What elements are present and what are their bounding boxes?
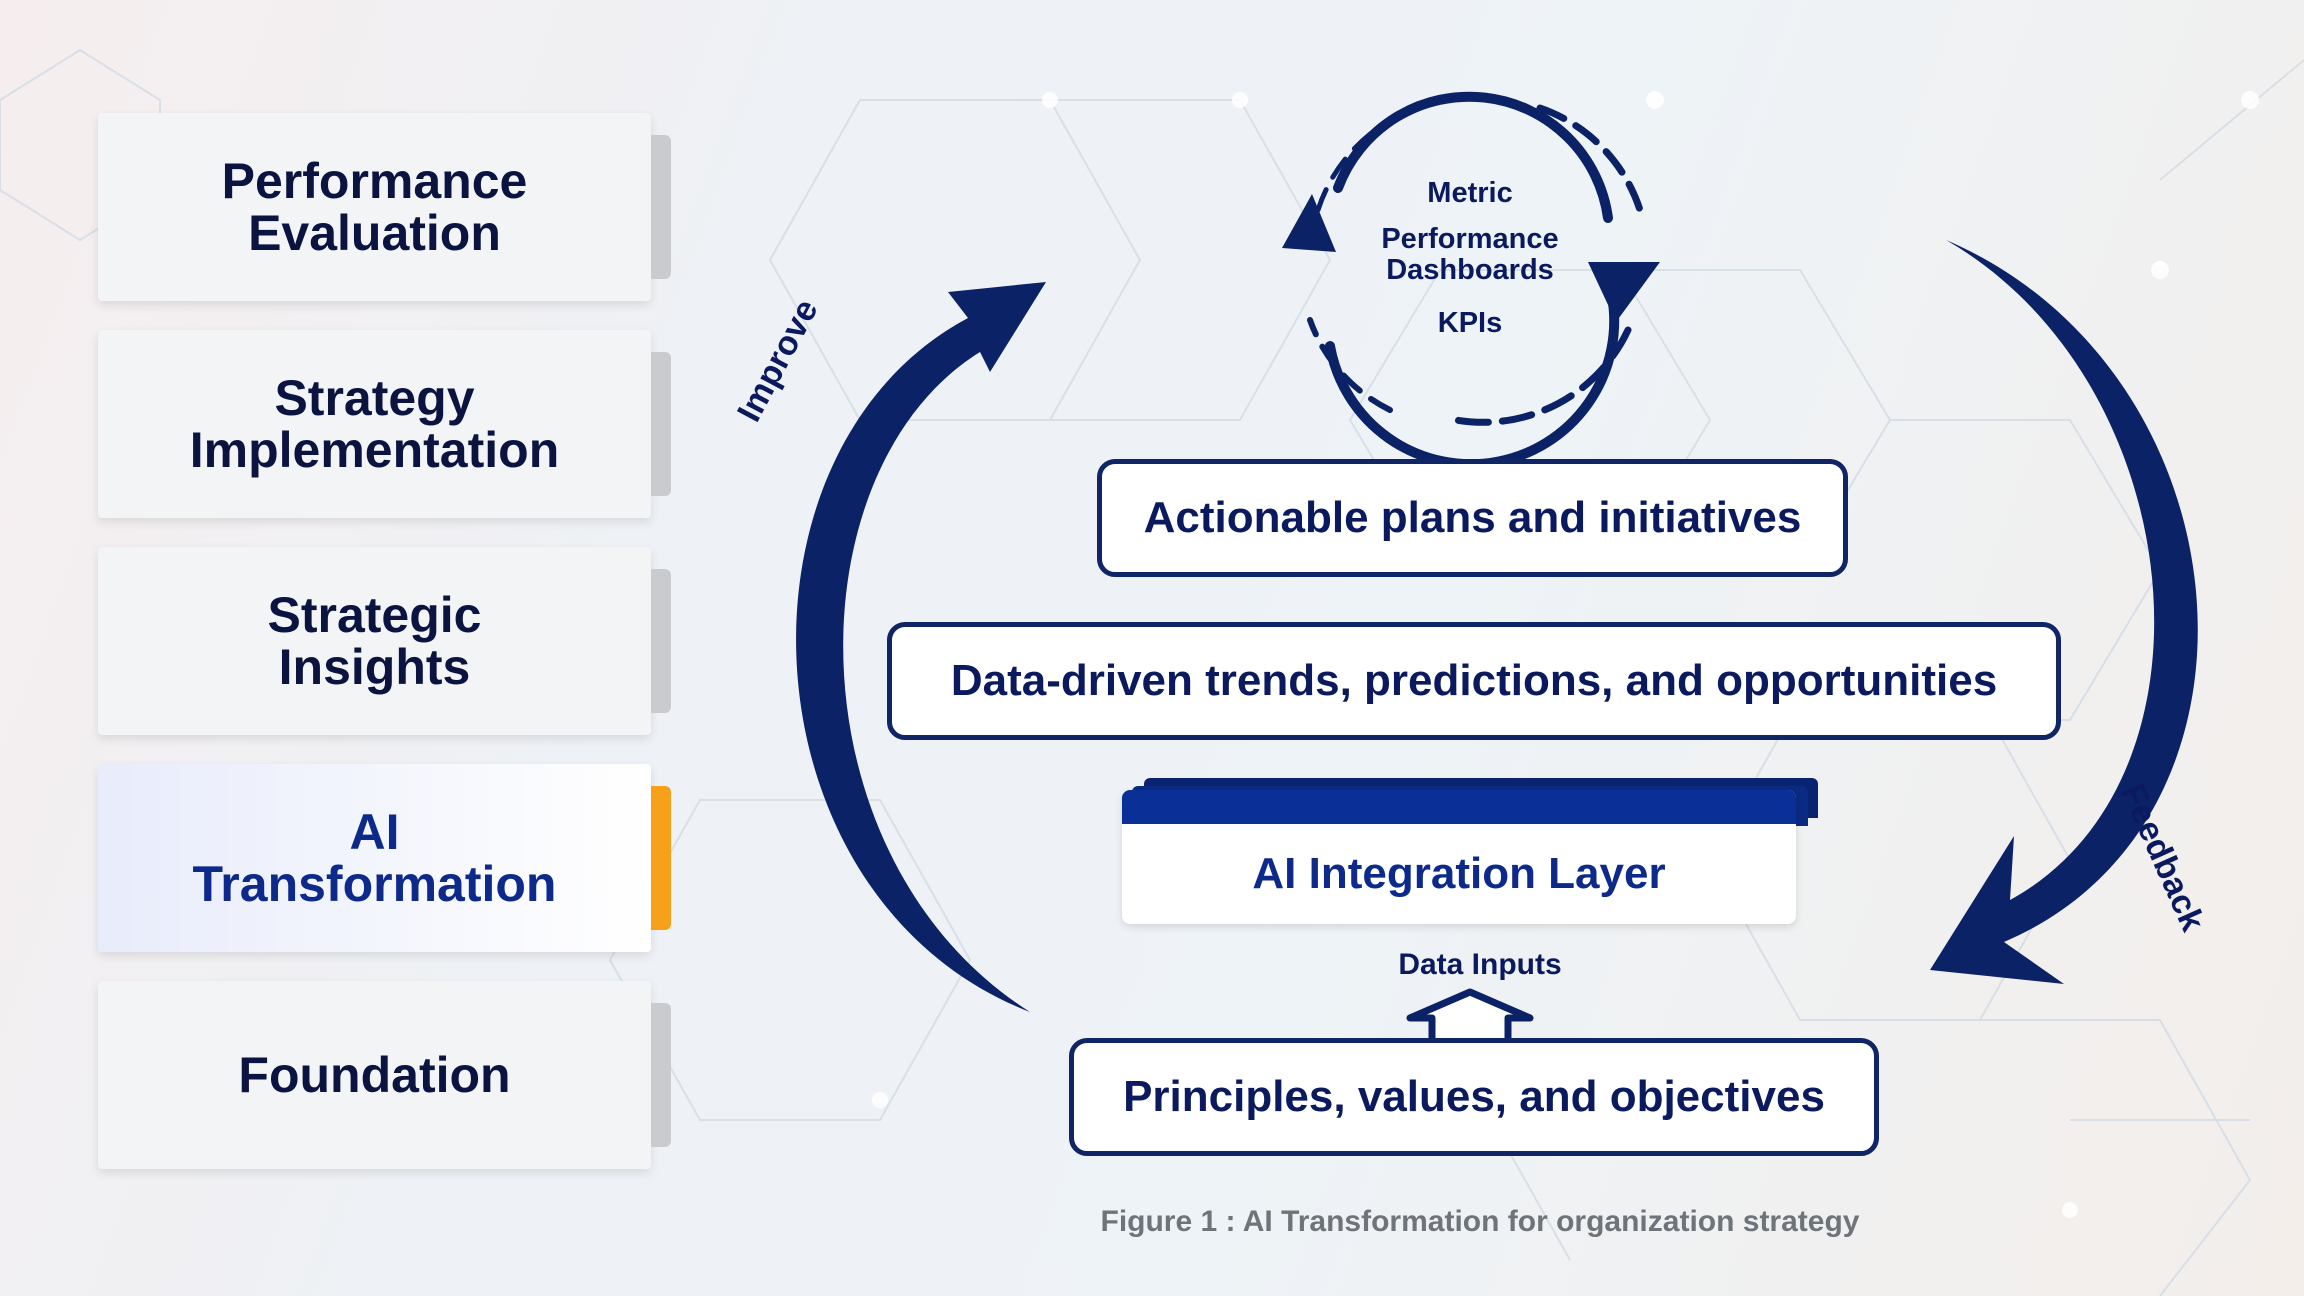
level-performance-evaluation[interactable]: Performance Evaluation [98, 113, 671, 301]
ai-integration-layer-label: AI Integration Layer [1252, 849, 1666, 898]
level-tab [651, 135, 671, 279]
level-label: Foundation [238, 1047, 511, 1103]
cycle-arrowhead-left [1282, 194, 1336, 252]
level-label: Performance Evaluation [221, 153, 528, 261]
kpis-label: KPIs [1437, 307, 1503, 339]
level-foundation[interactable]: Foundation [98, 981, 671, 1169]
level-strategy-implementation[interactable]: Strategy Implementation [98, 330, 671, 518]
level-ai-transformation[interactable]: AI Transformation [98, 764, 671, 952]
level-tab [651, 1003, 671, 1147]
actionable-plans-box: Actionable plans and initiatives [1097, 459, 1848, 577]
level-strategic-insights[interactable]: Strategic Insights [98, 547, 671, 735]
levels-stack: Performance Evaluation Strategy Implemen… [98, 113, 673, 1198]
metric-label: Metric [1427, 177, 1513, 209]
cycle-arrowhead-right [1588, 262, 1660, 322]
improve-arrow [796, 282, 1046, 1012]
level-tab [651, 352, 671, 496]
ai-integration-layer: AI Integration Layer [1122, 778, 1822, 924]
layer-header-band [1122, 790, 1796, 824]
level-label: AI Transformation [192, 804, 557, 912]
performance-dashboards-label: Performance Dashboards [1381, 223, 1559, 286]
data-driven-trends-box: Data-driven trends, predictions, and opp… [887, 622, 2061, 740]
feedback-arrow [1930, 240, 2198, 984]
level-label: Strategy Implementation [189, 370, 560, 478]
figure-caption: Figure 1 : AI Transformation for organiz… [1100, 1205, 1860, 1238]
data-inputs-arrow [1406, 988, 1534, 1040]
level-tab-active [651, 786, 671, 930]
level-label: Strategic Insights [267, 587, 482, 695]
layer-stack-front: AI Integration Layer [1122, 790, 1796, 924]
data-inputs-label: Data Inputs [1398, 948, 1562, 981]
level-tab [651, 569, 671, 713]
principles-box: Principles, values, and objectives [1069, 1038, 1879, 1156]
